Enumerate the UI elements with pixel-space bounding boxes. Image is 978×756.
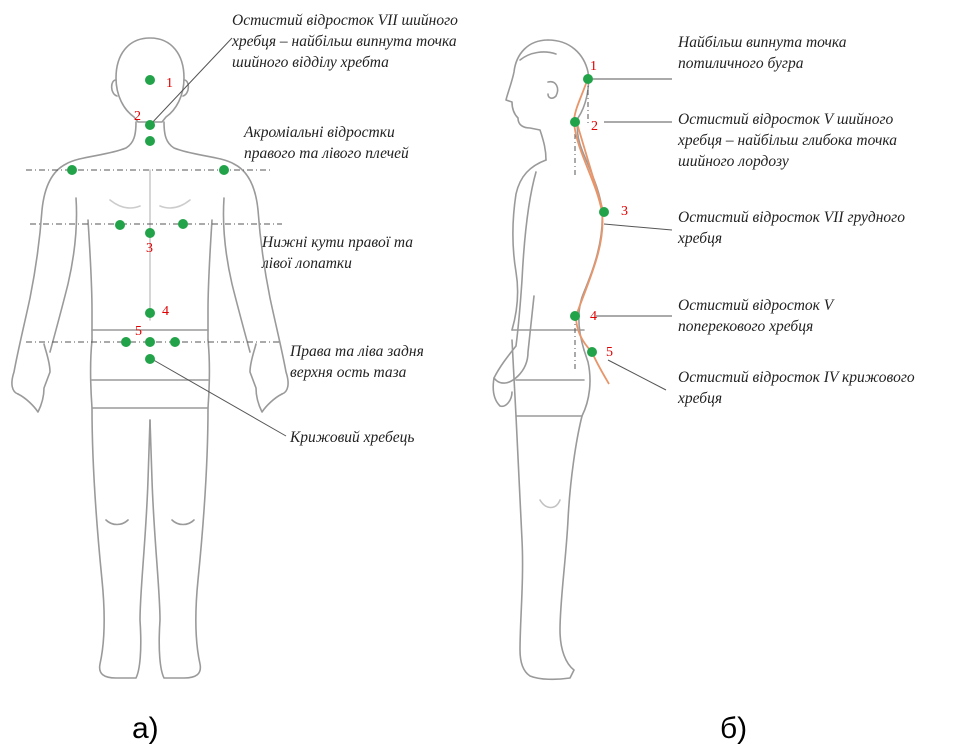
side-number-4: 4	[590, 309, 597, 324]
front-guide-lines	[26, 170, 282, 342]
front-number-3: 3	[146, 241, 153, 256]
side-number-3: 3	[621, 204, 628, 219]
annotation-s4-vertebra: Остистий відросток IV крижового хребця	[678, 367, 915, 409]
marker-pelvis-right	[170, 337, 180, 347]
panel-label-side: б)	[720, 712, 747, 746]
marker-l5	[570, 311, 580, 321]
marker-c7-lower	[145, 136, 155, 146]
annotation-sacrum: Крижовий хребець	[290, 427, 414, 448]
front-number-2: 2	[134, 109, 141, 124]
marker-s4	[587, 347, 597, 357]
annotation-pelvic-spines: Права та ліва задня верхня ость таза	[290, 341, 424, 383]
marker-acromion-left	[67, 165, 77, 175]
annotation-c5-vertebra: Остистий відросток V шийного хребця – на…	[678, 109, 897, 172]
front-number-4: 4	[162, 304, 169, 319]
marker-c7-upper	[145, 120, 155, 130]
marker-sacrum-upper	[145, 337, 155, 347]
marker-pelvis-left	[121, 337, 131, 347]
marker-acromion-right	[219, 165, 229, 175]
annotation-t7-vertebra: Остистий відросток VII грудного хребця	[678, 207, 905, 249]
annotation-acromion: Акроміальні відростки правого та лівого …	[244, 122, 409, 164]
marker-scapula-right	[178, 219, 188, 229]
front-number-5: 5	[135, 324, 142, 339]
front-number-1: 1	[166, 76, 173, 91]
marker-scapula-left	[115, 220, 125, 230]
marker-c5	[570, 117, 580, 127]
side-number-5: 5	[606, 345, 613, 360]
marker-sacrum-lower	[145, 354, 155, 364]
panel-label-front: а)	[132, 712, 159, 746]
side-view-body-outline	[493, 40, 602, 679]
marker-c7-head	[145, 75, 155, 85]
marker-l5-front	[145, 308, 155, 318]
marker-t7	[599, 207, 609, 217]
annotation-c7-vertebra: Остистий відросток VII шийного хребця – …	[232, 10, 458, 73]
marker-occiput	[583, 74, 593, 84]
annotation-scapula-angles: Нижні кути правої та лівої лопатки	[262, 232, 413, 274]
side-number-2: 2	[591, 119, 598, 134]
marker-t7-front	[145, 228, 155, 238]
annotation-occiput: Найбільш випнута точка потиличного бугра	[678, 32, 847, 74]
annotation-l5-vertebra: Остистий відросток V поперекового хребця	[678, 295, 833, 337]
side-number-1: 1	[590, 59, 597, 74]
